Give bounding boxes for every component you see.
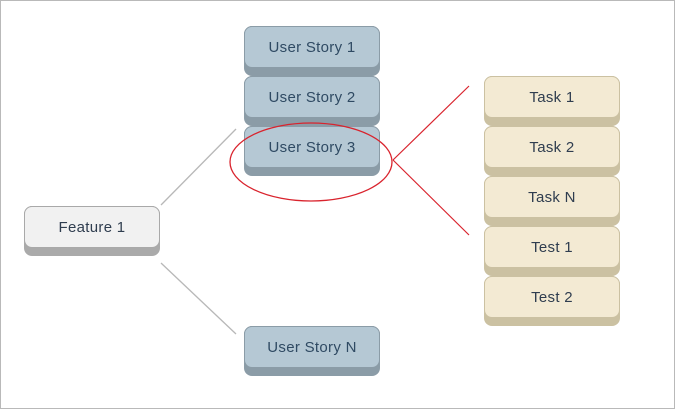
user-story-label: User Story 3 (244, 126, 380, 168)
story-3-to-test-1-line (392, 159, 470, 236)
user-story-label: User Story 1 (244, 26, 380, 68)
user-story-label: User Story 2 (244, 76, 380, 118)
task-label: Task 2 (484, 126, 620, 168)
task-label: Test 2 (484, 276, 620, 318)
story-3-to-task-1-line (392, 85, 470, 161)
task-label: Task N (484, 176, 620, 218)
task-card[interactable]: Task 1 (484, 76, 620, 126)
feature-card[interactable]: Feature 1 (24, 206, 160, 256)
user-story-label: User Story N (244, 326, 380, 368)
task-card[interactable]: Test 1 (484, 226, 620, 276)
feature-label: Feature 1 (24, 206, 160, 248)
user-story-card[interactable]: User Story 2 (244, 76, 380, 126)
feature-to-story-n-line (160, 262, 237, 335)
task-card[interactable]: Test 2 (484, 276, 620, 326)
user-story-card[interactable]: User Story N (244, 326, 380, 376)
task-label: Task 1 (484, 76, 620, 118)
user-story-card[interactable]: User Story 3 (244, 126, 380, 176)
task-card[interactable]: Task 2 (484, 126, 620, 176)
task-label: Test 1 (484, 226, 620, 268)
highlight-ellipse (229, 122, 393, 202)
user-story-card[interactable]: User Story 1 (244, 26, 380, 76)
task-card[interactable]: Task N (484, 176, 620, 226)
feature-to-story-3-line (160, 128, 237, 206)
